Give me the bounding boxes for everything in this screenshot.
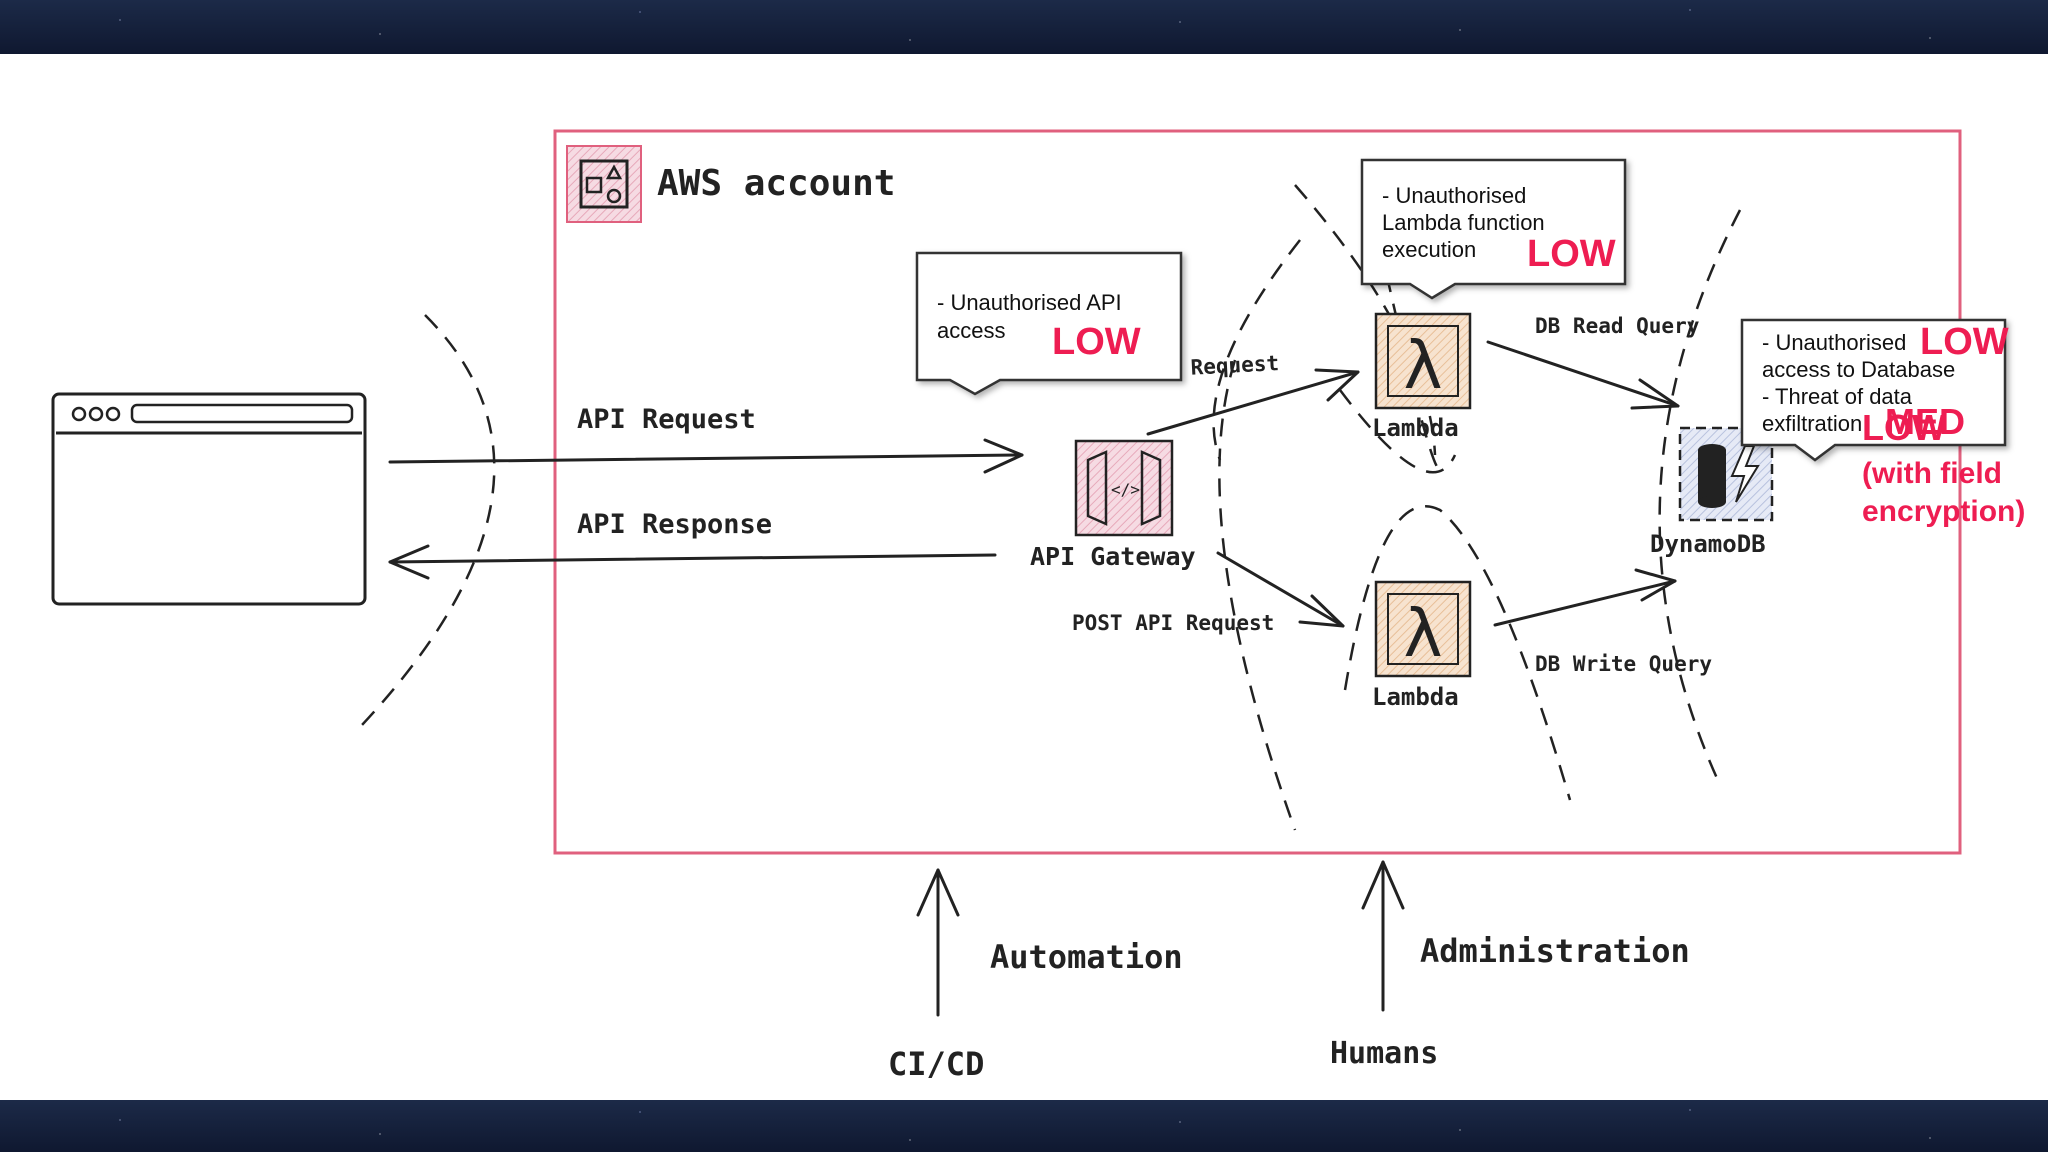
cicd-label: CI/CD — [888, 1045, 984, 1083]
browser-window-icon — [51, 392, 367, 606]
trust-boundary-internet — [361, 314, 496, 726]
callout-lambda-threat: - Unauthorised Lambda function execution… — [1360, 158, 1627, 300]
db-encryption-note-1: (with field — [1862, 457, 2002, 490]
callout-db-line-4: exfiltration — [1762, 411, 1862, 436]
api-request-arrow — [388, 438, 1024, 474]
lambda-top-icon: λ — [1374, 312, 1472, 410]
trust-boundary-database — [1658, 209, 1742, 786]
trust-boundary-lambda-left — [1218, 359, 1297, 831]
api-request-label: API Request — [577, 404, 756, 435]
api-response-label: API Response — [577, 509, 772, 540]
lambda-top-label: Lambda — [1372, 414, 1459, 442]
dynamodb-label: DynamoDB — [1650, 530, 1766, 558]
callout-db-risk-2-old: LOW — [1862, 407, 1946, 448]
api-gateway-label: API Gateway — [1030, 542, 1196, 571]
db-read-query-label: DB Read Query — [1535, 314, 1700, 338]
db-write-arrow — [1493, 568, 1677, 627]
aws-account-frame — [553, 129, 1962, 855]
post-request-arrow — [1216, 551, 1345, 628]
callout-db-risk-1: LOW — [1920, 321, 2009, 363]
callout-api-risk: LOW — [1052, 321, 1141, 363]
callout-api-line-2: access — [937, 318, 1005, 343]
callout-lambda-line-1: - Unauthorised — [1382, 183, 1526, 208]
callout-db-line-2: access to Database — [1762, 357, 1955, 382]
administration-label: Administration — [1420, 932, 1690, 970]
starfield-banner-top — [0, 0, 2048, 54]
db-write-query-label: DB Write Query — [1535, 652, 1712, 676]
callout-db-line-3: - Threat of data — [1762, 384, 1913, 409]
post-api-request-label: POST API Request — [1072, 611, 1274, 635]
administration-arrow — [1361, 860, 1405, 1012]
db-encryption-note-2: encryption) — [1862, 495, 2025, 528]
starfield-banner-bottom — [0, 1100, 2048, 1152]
callout-db-risk-2-new: MED — [1885, 401, 1965, 442]
callout-api-line-1: - Unauthorised API — [937, 290, 1122, 315]
callout-lambda-risk: LOW — [1527, 233, 1616, 275]
svg-text:</>: </> — [1111, 480, 1140, 499]
humans-label: Humans — [1330, 1036, 1438, 1071]
api-response-arrow — [388, 544, 997, 580]
callout-lambda-line-3: execution — [1382, 237, 1476, 262]
callout-lambda-line-2: Lambda function — [1382, 210, 1545, 235]
svg-text:λ: λ — [1403, 595, 1442, 672]
callout-db-line-1: - Unauthorised — [1762, 330, 1906, 355]
callout-api-threat: - Unauthorised API access LOW — [915, 251, 1183, 396]
lambda-bottom-label: Lambda — [1372, 683, 1459, 711]
trust-boundaries — [361, 184, 1742, 831]
automation-arrow — [916, 868, 960, 1017]
aws-account-icon — [566, 145, 642, 223]
automation-label: Automation — [990, 938, 1183, 976]
lambda-bottom-icon: λ — [1374, 580, 1472, 678]
callout-db-threat: - Unauthorised access to Database - Thre… — [1740, 318, 2009, 462]
db-read-arrow — [1486, 340, 1680, 410]
svg-text:λ: λ — [1403, 327, 1442, 404]
aws-account-title: AWS account — [657, 163, 895, 204]
get-request-arrow — [1146, 368, 1360, 436]
api-gateway-icon: </> — [1074, 439, 1174, 537]
trust-boundary-lambda-top-right — [1294, 184, 1437, 456]
